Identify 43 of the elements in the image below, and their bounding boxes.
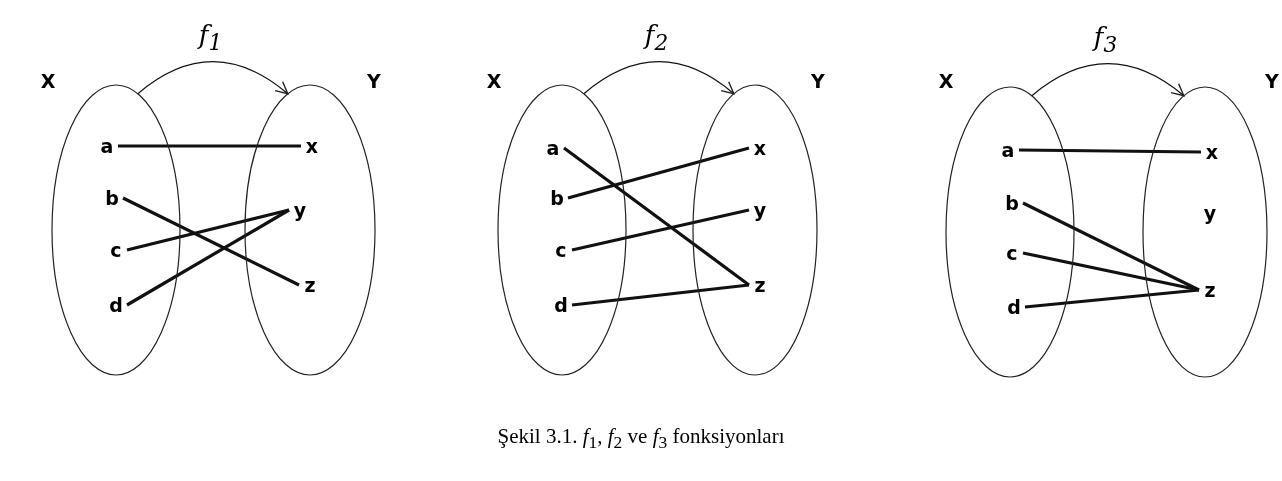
mapping-line: [122, 196, 300, 287]
element-label: y: [289, 196, 311, 224]
figure-caption: Şekil 3.1. f$_{1}$, f$_{2}$ ve f$_{3}$ fonksiyonları: [496, 424, 786, 454]
element-label: x: [301, 132, 323, 160]
element-label: z: [1199, 276, 1221, 304]
mapping-line: [1022, 201, 1200, 292]
set-label: Y: [810, 69, 826, 94]
mapping-line: [563, 146, 750, 287]
set-label: X: [39, 69, 57, 94]
set-label: X: [937, 69, 955, 94]
element-label: b: [1001, 189, 1023, 217]
element-label: d: [105, 291, 127, 319]
element-label: c: [550, 236, 572, 264]
arrow: [583, 61, 735, 95]
element-label: y: [1199, 199, 1221, 227]
mapping-line: [126, 208, 290, 307]
element-label: a: [96, 132, 118, 160]
mapping-line: [1022, 251, 1200, 292]
set-label: X: [485, 69, 503, 94]
element-label: a: [997, 136, 1019, 164]
mapping-line: [1019, 148, 1201, 154]
element-label: z: [299, 271, 321, 299]
mapping-line: [571, 208, 750, 252]
element-label: c: [105, 236, 127, 264]
arrow: [1031, 63, 1185, 97]
element-label: x: [1201, 138, 1223, 166]
element-label: y: [749, 196, 771, 224]
mapping-line: [571, 283, 750, 307]
element-label: b: [101, 184, 123, 212]
element-label: x: [749, 134, 771, 162]
element-label: c: [1001, 239, 1023, 267]
mapping-line: [567, 146, 750, 200]
mapping-line: [126, 208, 290, 252]
set-label: Y: [366, 69, 382, 94]
element-label: a: [542, 134, 564, 162]
mapping-line: [118, 144, 301, 148]
element-label: d: [550, 291, 572, 319]
element-label: d: [1003, 293, 1025, 321]
mapping-line: [1024, 288, 1200, 309]
element-label: b: [546, 184, 568, 212]
set-label: Y: [1264, 69, 1280, 94]
arrow: [137, 61, 289, 95]
element-label: z: [749, 271, 771, 299]
